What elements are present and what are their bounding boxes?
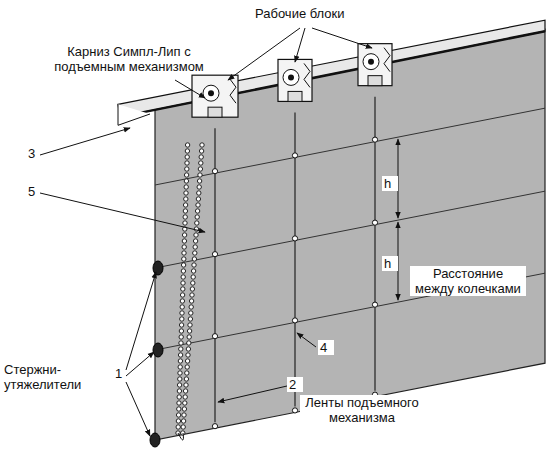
- fold-line: [155, 191, 545, 268]
- part-label: Ленты подъемного механизма: [300, 395, 424, 425]
- ring: [212, 169, 217, 174]
- leader-line: [297, 333, 316, 347]
- dimension-label: h: [382, 256, 398, 271]
- leader-line: [126, 382, 150, 436]
- leader-line: [40, 128, 130, 155]
- part-label: Стержни-утяжелители: [4, 362, 104, 392]
- weight-rod: [153, 343, 163, 357]
- blind-fabric: [155, 29, 545, 440]
- ring: [212, 334, 217, 339]
- bead-chain: [176, 143, 204, 440]
- leader-line: [126, 352, 154, 376]
- weight-rod: [150, 433, 160, 447]
- leader-line: [228, 28, 300, 80]
- ring: [372, 302, 377, 307]
- callout-number: 4: [318, 340, 334, 355]
- callout-number: 3: [28, 146, 40, 161]
- leader-line: [126, 272, 156, 370]
- ring: [372, 137, 377, 142]
- weight-rod: [153, 261, 163, 275]
- callout-number: 1: [115, 366, 127, 381]
- ring: [292, 236, 297, 241]
- ring: [212, 424, 217, 429]
- working-block: [278, 59, 312, 101]
- callout-number: 2: [287, 377, 303, 392]
- part-label: Рабочие блоки: [255, 6, 365, 21]
- leader-line: [218, 386, 287, 402]
- leader-line: [295, 28, 305, 62]
- working-block: [358, 44, 392, 86]
- ring: [292, 318, 297, 323]
- dimension-label: h: [382, 176, 398, 191]
- dimension-label: Расстояние между колечками: [410, 266, 526, 296]
- ring: [292, 153, 297, 158]
- ring: [292, 408, 297, 413]
- working-block: [192, 75, 238, 117]
- leader-line: [312, 28, 372, 48]
- fold-line: [155, 108, 545, 185]
- ring: [212, 252, 217, 257]
- callout-number: 5: [28, 184, 40, 199]
- leader-line: [175, 80, 205, 98]
- ring: [372, 220, 377, 225]
- leader-line: [40, 193, 205, 232]
- part-label: Карниз Симпл-Лип с подъемным механизмом: [44, 44, 214, 74]
